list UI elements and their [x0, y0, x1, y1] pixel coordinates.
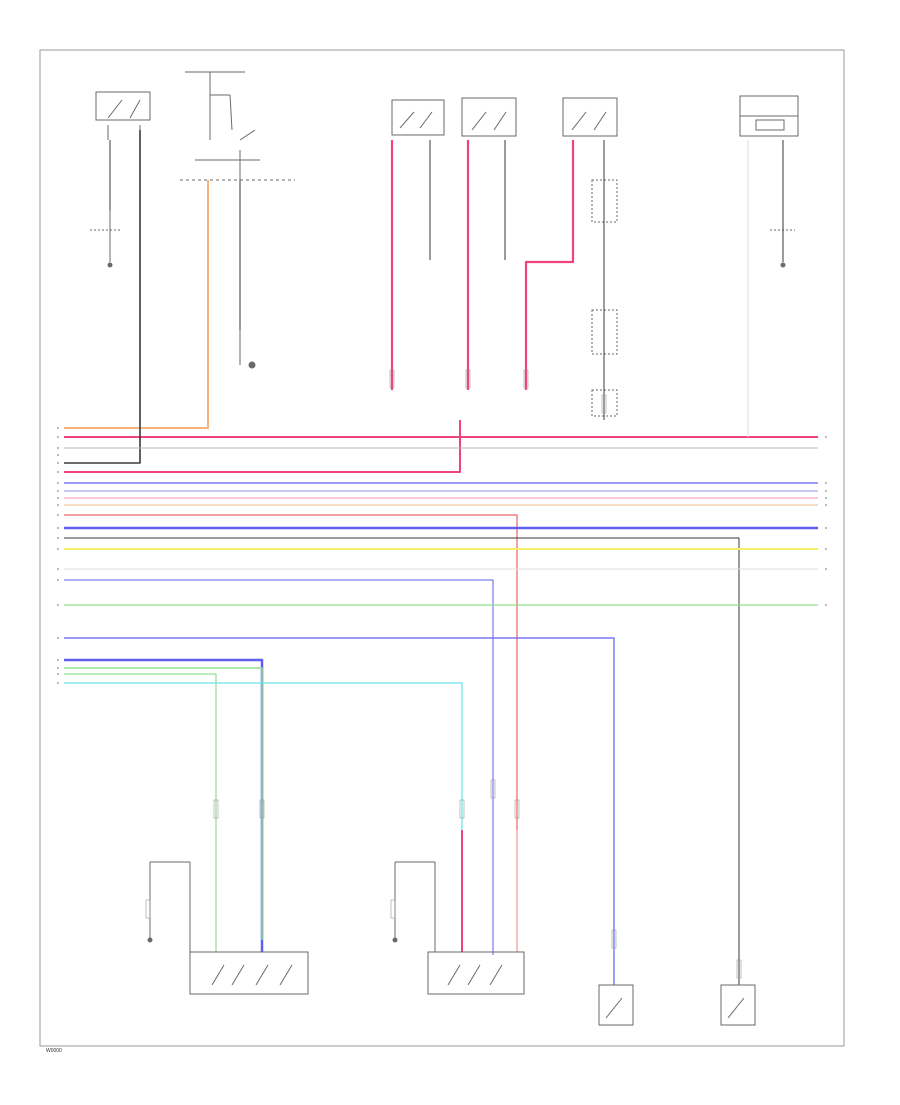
- component-relay-3: [562, 97, 618, 137]
- component-rear-right-sensor: [720, 984, 756, 1026]
- wire-lavender-drop: [64, 579, 494, 955]
- component-relay-1: [391, 99, 445, 136]
- component-power-window-master-switch: [147, 861, 309, 995]
- left-pin-marker: [57, 454, 59, 456]
- left-pin-marker: [57, 447, 59, 449]
- diagram-frame: [39, 49, 845, 1047]
- left-pin-markers: [57, 427, 59, 684]
- footer-code: W0000: [46, 1048, 62, 1054]
- connector-tick: [523, 369, 529, 389]
- component-rear-left-sensor: [598, 984, 634, 1026]
- left-pin-marker: [57, 482, 59, 484]
- wire-dark-bus: [64, 130, 141, 464]
- connector-tick: [390, 899, 396, 919]
- left-pin-marker: [57, 568, 59, 570]
- wire-red-short: [64, 420, 461, 473]
- connector-tick: [601, 394, 607, 414]
- left-pin-marker: [57, 471, 59, 473]
- left-pin-marker: [57, 527, 59, 529]
- connector-tick: [514, 799, 520, 819]
- wire-salmon-drop: [64, 514, 518, 830]
- right-pin-marker: [825, 436, 827, 438]
- left-pin-marker: [57, 667, 59, 669]
- left-pin-marker: [57, 436, 59, 438]
- right-pin-marker: [825, 504, 827, 506]
- wire-green-master-2: [64, 673, 217, 952]
- left-pin-marker: [57, 682, 59, 684]
- connector-tick: [736, 959, 742, 979]
- connector-tick: [465, 369, 471, 389]
- left-pin-marker: [57, 427, 59, 429]
- right-pin-marker: [825, 527, 827, 529]
- right-pin-marker: [825, 604, 827, 606]
- wire-darkgrey-drop: [64, 537, 740, 985]
- connector-tick: [145, 899, 151, 919]
- wire-red-relay3: [524, 140, 575, 390]
- wire-blue-master: [64, 658, 264, 952]
- wire-orange: [64, 180, 209, 429]
- right-pin-marker: [825, 490, 827, 492]
- left-pin-marker: [57, 490, 59, 492]
- left-pin-marker: [57, 548, 59, 550]
- wire-green-master: [64, 667, 263, 940]
- left-pin-marker: [57, 537, 59, 539]
- left-pin-marker: [57, 497, 59, 499]
- connector-tick: [259, 799, 265, 819]
- right-pin-markers: [825, 436, 827, 606]
- component-courtesy-switch: [180, 71, 295, 369]
- right-pin-marker: [825, 482, 827, 484]
- component-relay-2: [461, 97, 517, 137]
- connector-tick: [490, 779, 496, 799]
- left-pin-marker: [57, 637, 59, 639]
- component-module-right: [739, 95, 799, 268]
- left-pin-marker: [57, 504, 59, 506]
- connector-tick: [213, 799, 219, 819]
- connector-tick: [389, 369, 395, 389]
- left-pin-marker: [57, 604, 59, 606]
- left-pin-marker: [57, 673, 59, 675]
- left-pin-marker: [57, 462, 59, 464]
- component-door-control-switch: [90, 91, 151, 268]
- right-pin-marker: [825, 497, 827, 499]
- left-pin-marker: [57, 514, 59, 516]
- left-pin-marker: [57, 579, 59, 581]
- connector-tick: [459, 799, 465, 819]
- right-pin-marker: [825, 548, 827, 550]
- connector-ticks: [145, 369, 742, 979]
- right-pin-marker: [825, 568, 827, 570]
- wire-harness: [64, 130, 818, 985]
- component-passenger-window-switch: [392, 861, 525, 995]
- left-pin-marker: [57, 659, 59, 661]
- connector-tick: [611, 929, 617, 949]
- wire-blue-rear: [64, 637, 615, 985]
